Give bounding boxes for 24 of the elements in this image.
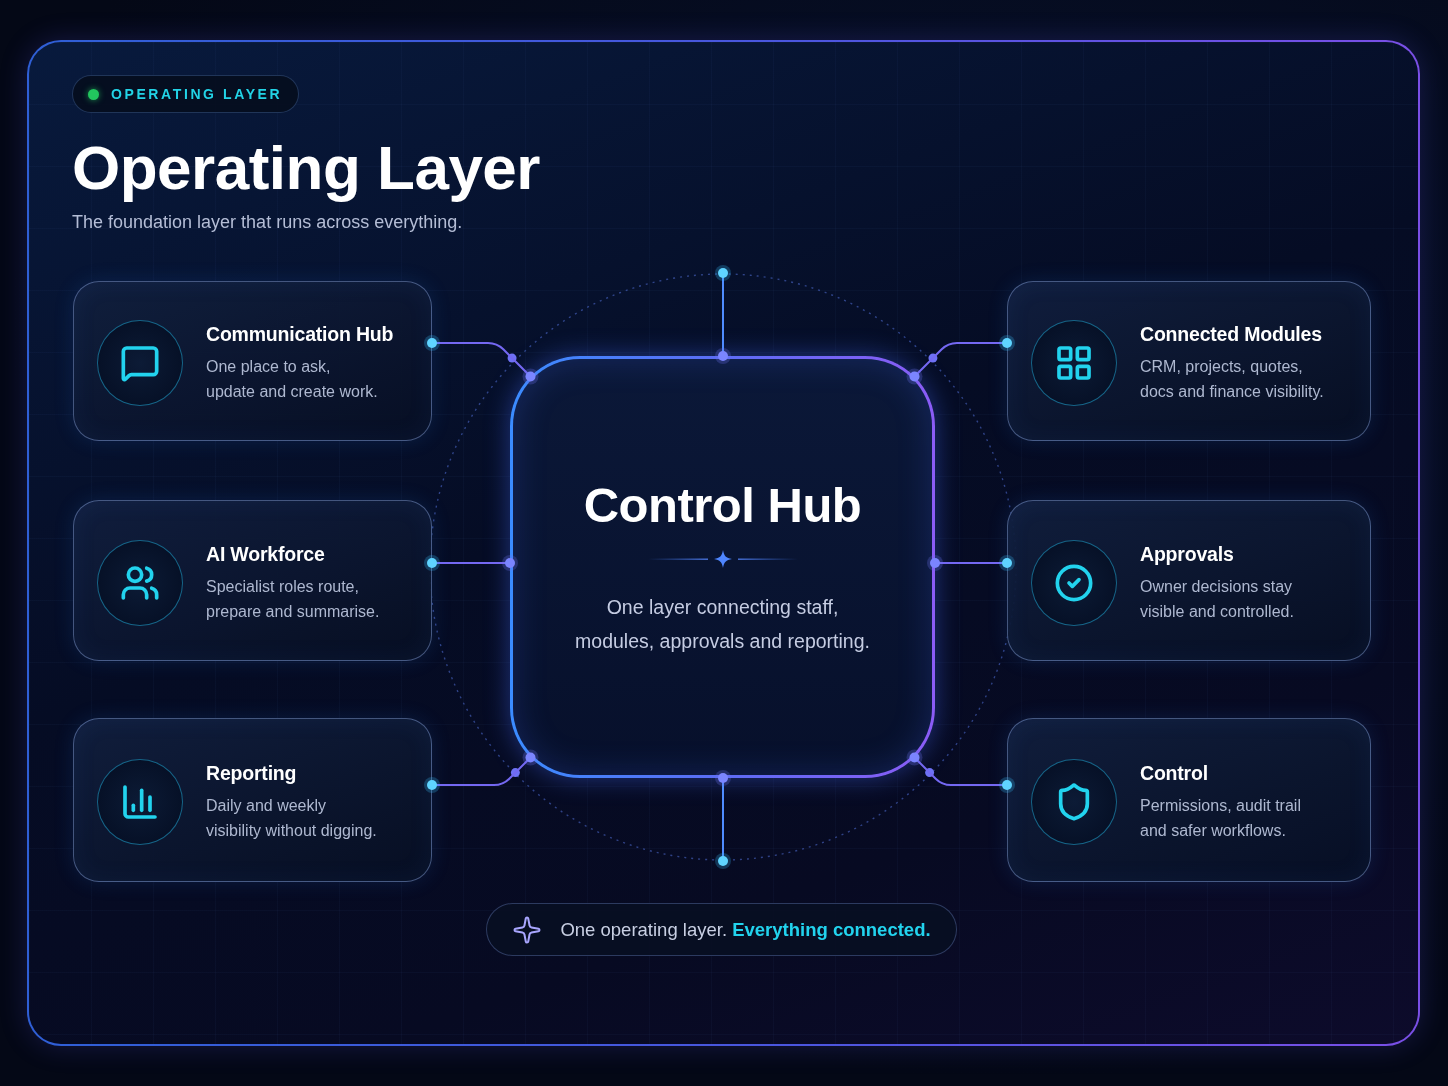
section-badge (72, 75, 300, 113)
feature-card (73, 281, 432, 441)
tagline-pill (486, 903, 957, 956)
page-subtitle: The foundation layer that runs across everything. (72, 211, 463, 233)
card-description: One place to ask, update and create work. (206, 357, 379, 402)
card-description: Specialist roles route, prepare and summarise. (206, 576, 381, 622)
feature-card (73, 718, 432, 882)
feature-card (1007, 500, 1371, 661)
card-description: CRM, projects, quotes, docs and finance visibility. (1140, 357, 1325, 402)
tagline-text: One operating layer. Everything connected. (560, 918, 931, 941)
feature-card (1007, 718, 1371, 882)
card-title: Control (1140, 761, 1209, 785)
feature-card (1007, 281, 1371, 441)
card-title: Connected Modules (1140, 322, 1323, 346)
card-description: Permissions, audit trail and safer workflows. (1140, 796, 1302, 841)
card-title: AI Workforce (206, 541, 326, 566)
badge-label: OPERATING LAYER (111, 86, 283, 102)
page-title: Operating Layer (72, 133, 540, 203)
card-title: Communication Hub (206, 322, 395, 346)
card-title: Reporting (206, 761, 298, 785)
card-title: Approvals (1140, 541, 1235, 566)
card-description: Owner decisions stay visible and controlled. (1140, 576, 1295, 622)
feature-card (73, 500, 432, 661)
card-description: Daily and weekly visibility without digging. (206, 796, 378, 841)
